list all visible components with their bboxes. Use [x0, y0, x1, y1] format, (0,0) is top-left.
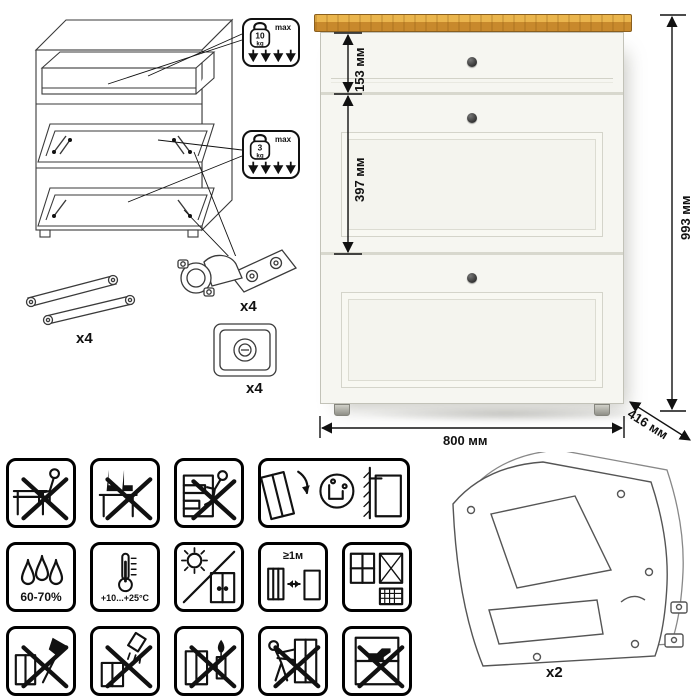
cabinet-flap-door-2 [321, 258, 623, 403]
svg-text:kg: kg [256, 40, 263, 47]
svg-text:3: 3 [258, 143, 263, 153]
distance-value: ≥1м [282, 549, 304, 562]
foot-quantity: x4 [246, 380, 263, 397]
heat-distance-pictogram: ≥1м [258, 542, 328, 612]
windows-grid-icon [349, 552, 404, 606]
wall-anchoring-icon [261, 466, 402, 521]
no-sitting-pictogram [6, 458, 76, 528]
drawer-knob [467, 57, 477, 67]
dim-total-height-label: 993 мм [678, 195, 693, 240]
kettlebell-10kg-icon: 10 kg [249, 22, 271, 48]
no-candle-icon [184, 639, 237, 689]
svg-text:kg: kg [256, 152, 263, 159]
foot-drawing [213, 323, 277, 377]
no-child-climbing-icon [182, 470, 237, 521]
lid-stay-drawing [25, 274, 136, 326]
svg-text:10: 10 [255, 31, 265, 41]
cabinet-body [320, 32, 624, 404]
no-anvil-icon [354, 636, 405, 689]
no-spill-icon [100, 631, 153, 689]
no-overload-pictogram [342, 626, 412, 696]
stay-quantity: x4 [76, 330, 93, 347]
cabinet-right-foot [594, 404, 610, 416]
dim-flap-height-label: 397 мм [352, 157, 367, 202]
flap1-panel [341, 132, 603, 237]
drawer-groove [331, 78, 613, 83]
no-pushing-icon [268, 638, 321, 689]
drawer-load-limit-badge: 10 kg max [242, 18, 300, 67]
hinge-drawing [177, 249, 298, 297]
floor-shadow [356, 406, 656, 422]
temperature-pictogram: +10...+25°C [90, 542, 160, 612]
dim-drawer-height-label: 153 мм [352, 47, 367, 92]
no-impact-pictogram [6, 626, 76, 696]
humidity-pictogram: 60-70% [6, 542, 76, 612]
water-drops-icon [20, 554, 64, 585]
wireframe-cabinet-drawing [34, 18, 243, 256]
cabinet-flap-door-1 [321, 98, 623, 255]
max-label: max [275, 23, 292, 32]
flap2-panel [341, 292, 603, 388]
kettlebell-3kg-icon: 3 kg [249, 134, 271, 160]
no-flame-pictogram [174, 626, 244, 696]
no-standing-pictogram [90, 458, 160, 528]
flap1-knob [467, 113, 477, 123]
thermometer-icon [118, 552, 137, 593]
wood-grain [315, 15, 631, 31]
cabinet-left-foot [334, 404, 350, 416]
wall-anchoring-pictogram [258, 458, 410, 528]
dimension-lines [319, 14, 691, 441]
dim-width-label: 800 мм [443, 433, 488, 448]
no-axe-icon [14, 637, 69, 689]
side-mechanism-drawing [452, 452, 688, 667]
humidity-value: 60-70% [20, 589, 62, 604]
no-liquids-pictogram [90, 626, 160, 696]
cabinet-drawer-front [321, 33, 623, 95]
no-direct-sunlight-icon [181, 547, 236, 604]
ventilation-pictogram [342, 542, 412, 612]
temperature-value: +10...+25°C [100, 593, 150, 603]
no-sitting-icon [12, 468, 69, 521]
no-standing-icon [98, 469, 153, 521]
max-label: max [275, 135, 292, 144]
down-arrows-icon [248, 49, 296, 62]
flap-load-limit-badge: 3 kg max [242, 130, 300, 179]
sunlight-pictogram [174, 542, 244, 612]
no-moving-loaded-pictogram [258, 626, 328, 696]
down-arrows-icon [248, 161, 296, 174]
no-child-climbing-pictogram [174, 458, 244, 528]
flap2-knob [467, 273, 477, 283]
hinge-quantity: x4 [240, 298, 257, 315]
cabinet-wood-top [314, 14, 632, 32]
radiator-distance-icon [267, 567, 321, 600]
side-mechanism-quantity: x2 [546, 664, 563, 681]
